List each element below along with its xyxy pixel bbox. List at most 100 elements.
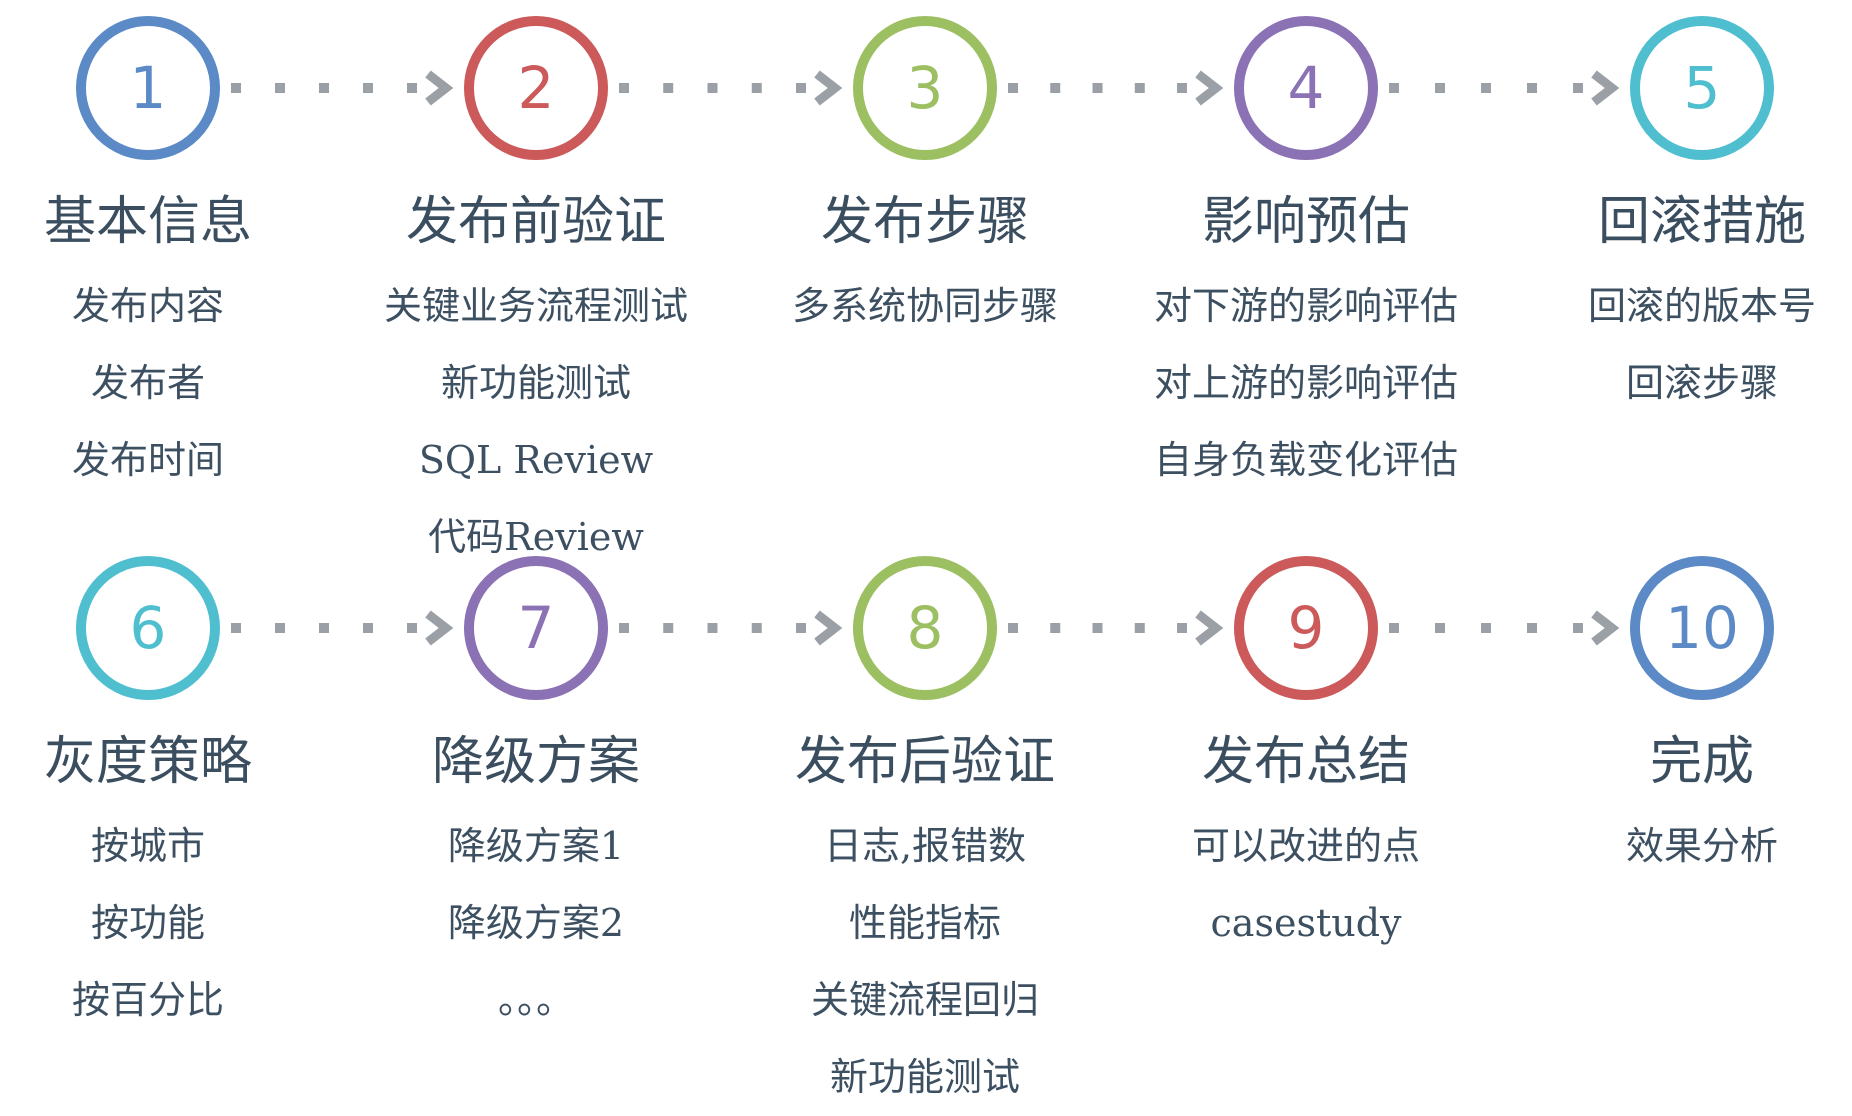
step-item: 日志,报错数 — [823, 824, 1027, 868]
dotted-arrow-icon — [230, 68, 454, 108]
arrowhead — [1195, 70, 1224, 106]
step-number-circle: 7 — [464, 556, 608, 700]
step-number-circle: 1 — [76, 16, 220, 160]
step-number-circle: 9 — [1234, 556, 1378, 700]
step-item: 发布内容 — [71, 284, 224, 328]
connector-dot — [1389, 623, 1399, 633]
connector-dot — [231, 623, 241, 633]
arrowhead — [1591, 70, 1620, 106]
connector-dot — [707, 623, 718, 633]
dotted-arrow-icon — [1388, 68, 1620, 108]
connector-dot — [231, 83, 241, 93]
dotted-arrow-icon — [618, 68, 843, 108]
connector-dot — [619, 83, 629, 93]
connector-dot — [1008, 83, 1018, 93]
connector-dot — [363, 623, 373, 633]
connector-dot — [275, 623, 285, 633]
step-item: 代码Review — [428, 515, 644, 559]
step-title: 基本信息 — [43, 192, 252, 252]
connector-dot — [1435, 83, 1445, 93]
connector-dot — [796, 83, 806, 93]
step-item: 性能指标 — [848, 901, 1001, 945]
step-number-circle: 8 — [853, 556, 997, 700]
connector-dot — [363, 83, 373, 93]
arrowhead — [1195, 610, 1224, 646]
connector-dot — [1435, 623, 1445, 633]
connector-dot — [319, 623, 329, 633]
step-item: 新功能测试 — [829, 1055, 1020, 1099]
connector-dot — [663, 83, 674, 93]
connector-dot — [1481, 623, 1491, 633]
step-item: 对下游的影响评估 — [1153, 284, 1458, 328]
connector-dot — [1177, 83, 1187, 93]
step-item: 降级方案2 — [447, 901, 625, 945]
arrowhead — [425, 610, 454, 646]
connector-dot — [1134, 83, 1145, 93]
connector-dot — [275, 83, 285, 93]
step-title: 降级方案 — [431, 732, 640, 792]
dotted-arrow-icon — [1007, 68, 1224, 108]
step-item: 自身负载变化评估 — [1153, 438, 1458, 482]
arrowhead — [814, 70, 843, 106]
connector-dot — [619, 623, 629, 633]
connector-dot — [1092, 83, 1103, 93]
step-number-circle: 6 — [76, 556, 220, 700]
dotted-arrow-icon — [1007, 608, 1224, 648]
connector-dot — [407, 83, 417, 93]
step-item: 对上游的影响评估 — [1153, 361, 1458, 405]
connector-dot — [1092, 623, 1103, 633]
step-title: 发布后验证 — [794, 732, 1055, 792]
connector-dot — [407, 623, 417, 633]
step-number-circle: 5 — [1630, 16, 1774, 160]
step-item: 按城市 — [90, 824, 205, 868]
connector-dot — [751, 83, 762, 93]
step-item: 新功能测试 — [440, 361, 631, 405]
step-item-list: 对下游的影响评估对上游的影响评估自身负载变化评估 — [1106, 268, 1506, 499]
step-item: SQL Review — [418, 438, 654, 482]
connector-dot — [1573, 623, 1583, 633]
step-item-list: 日志,报错数性能指标关键流程回归新功能测试 — [725, 808, 1125, 1116]
step-item: 多系统协同步骤 — [791, 284, 1058, 328]
connector-dot — [1050, 83, 1061, 93]
step-number-circle: 10 — [1630, 556, 1774, 700]
step-number-circle: 2 — [464, 16, 608, 160]
step-item: 关键流程回归 — [810, 978, 1039, 1022]
step-item-list: 发布内容发布者发布时间 — [0, 268, 348, 499]
connector-dot — [1527, 623, 1537, 633]
step-item: 回滚的版本号 — [1587, 284, 1816, 328]
step-title: 回滚措施 — [1597, 192, 1806, 252]
step-title: 灰度策略 — [43, 732, 252, 792]
dotted-arrow-icon — [618, 608, 843, 648]
step-item-list: 多系统协同步骤 — [725, 268, 1125, 345]
step-number-circle: 3 — [853, 16, 997, 160]
step-item: 回滚步骤 — [1625, 361, 1778, 405]
step-item-list: 按城市按功能按百分比 — [0, 808, 348, 1039]
step-title: 完成 — [1649, 732, 1754, 792]
connector-dot — [663, 623, 674, 633]
step-title: 发布总结 — [1201, 732, 1410, 792]
step-item-list: 效果分析 — [1502, 808, 1852, 885]
connector-dot — [751, 623, 762, 633]
connector-dot — [1008, 623, 1018, 633]
connector-dot — [796, 623, 806, 633]
connector-dot — [319, 83, 329, 93]
connector-dot — [1573, 83, 1583, 93]
connector-dot — [707, 83, 718, 93]
arrowhead — [814, 610, 843, 646]
step-item-list: 回滚的版本号回滚步骤 — [1502, 268, 1852, 422]
arrowhead — [1591, 610, 1620, 646]
connector-dot — [1527, 83, 1537, 93]
connector-dot — [1389, 83, 1399, 93]
dotted-arrow-icon — [230, 608, 454, 648]
step-title: 发布前验证 — [405, 192, 666, 252]
step-item: casestudy — [1210, 901, 1402, 945]
step-number-circle: 4 — [1234, 16, 1378, 160]
step-item: 降级方案1 — [447, 824, 625, 868]
arrowhead — [425, 70, 454, 106]
step-title: 发布步骤 — [820, 192, 1029, 252]
step-item: 按功能 — [90, 901, 205, 945]
